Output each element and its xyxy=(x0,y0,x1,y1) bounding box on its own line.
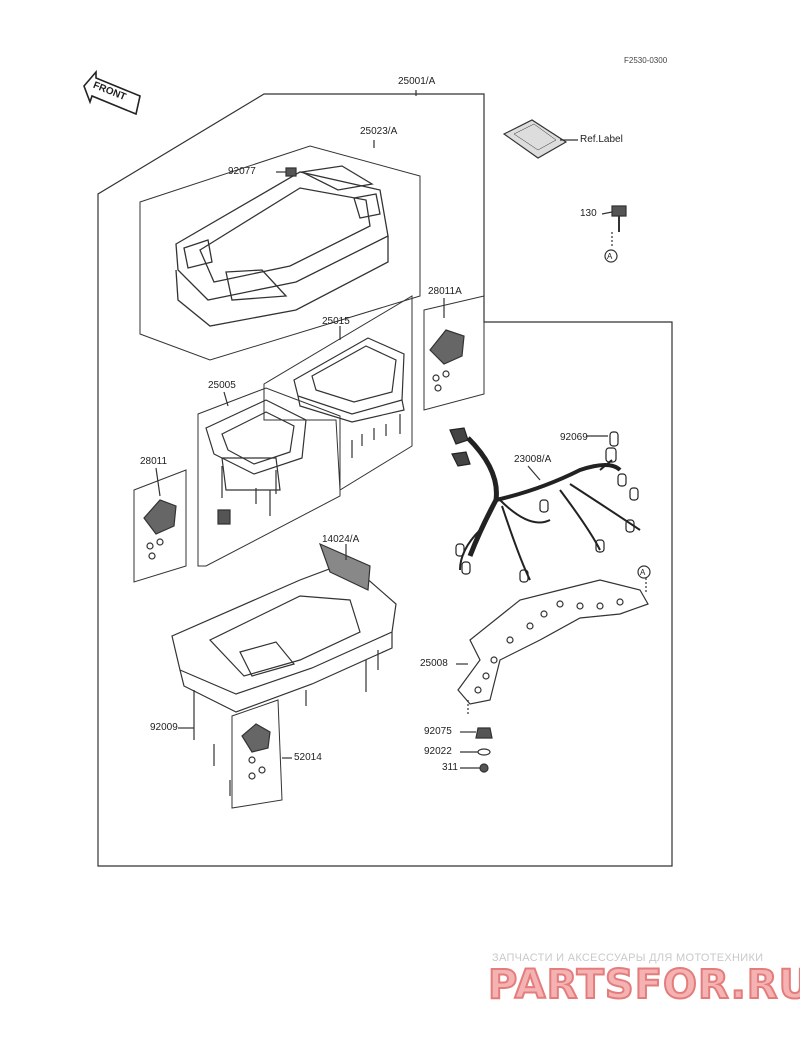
watermark-subtitle: ЗАПЧАСТИ И АКСЕССУАРЫ ДЛЯ МОТОТЕХНИКИ xyxy=(492,952,764,964)
holder-right-box xyxy=(423,295,485,411)
bulb-holder-left xyxy=(143,499,177,560)
label-92022: 92022 xyxy=(424,746,452,757)
label-25001A: 25001/A xyxy=(398,76,436,87)
tachometer xyxy=(293,337,405,458)
label-14024A: 14024/A xyxy=(322,534,360,545)
label-92009: 92009 xyxy=(150,722,178,733)
lower-case xyxy=(171,542,397,766)
meter-cover xyxy=(175,165,389,327)
bulb-holder-right xyxy=(429,329,465,392)
label-28011: 28011 xyxy=(140,456,168,467)
label-130: 130 xyxy=(580,208,597,219)
part-52014-box xyxy=(231,699,283,809)
watermark-brand: PARTSFOR.RU xyxy=(487,961,800,1009)
cable-fitting xyxy=(229,723,271,796)
case-top-box xyxy=(139,145,421,361)
ref-label-card xyxy=(502,119,578,159)
bolt-130 xyxy=(601,205,627,263)
label-92077: 92077 xyxy=(228,166,256,177)
label-25005: 25005 xyxy=(208,380,236,391)
label-52014: 52014 xyxy=(294,752,322,763)
label-28011A: 28011A xyxy=(428,286,462,297)
label-circle-a2: A xyxy=(640,568,646,577)
label-311: 311 xyxy=(442,762,458,773)
assembly-frame xyxy=(97,93,673,867)
label-ref-label: Ref.Label xyxy=(580,134,623,145)
label-92069: 92069 xyxy=(560,432,588,443)
label-circle-a: A xyxy=(607,252,613,261)
label-25008: 25008 xyxy=(420,658,448,669)
front-arrow-icon xyxy=(83,69,141,116)
label-92075: 92075 xyxy=(424,726,452,737)
label-25015: 25015 xyxy=(322,316,350,327)
meter-bracket xyxy=(457,565,651,716)
fasteners xyxy=(460,727,493,773)
holder-left-box xyxy=(133,469,187,583)
ref-code: F2530-0300 xyxy=(624,56,668,65)
speedo-box xyxy=(197,387,341,567)
speedometer xyxy=(205,399,307,525)
wiring-harness xyxy=(449,427,641,583)
label-25023A: 25023/A xyxy=(360,126,398,137)
label-23008A: 23008/A xyxy=(514,454,552,465)
